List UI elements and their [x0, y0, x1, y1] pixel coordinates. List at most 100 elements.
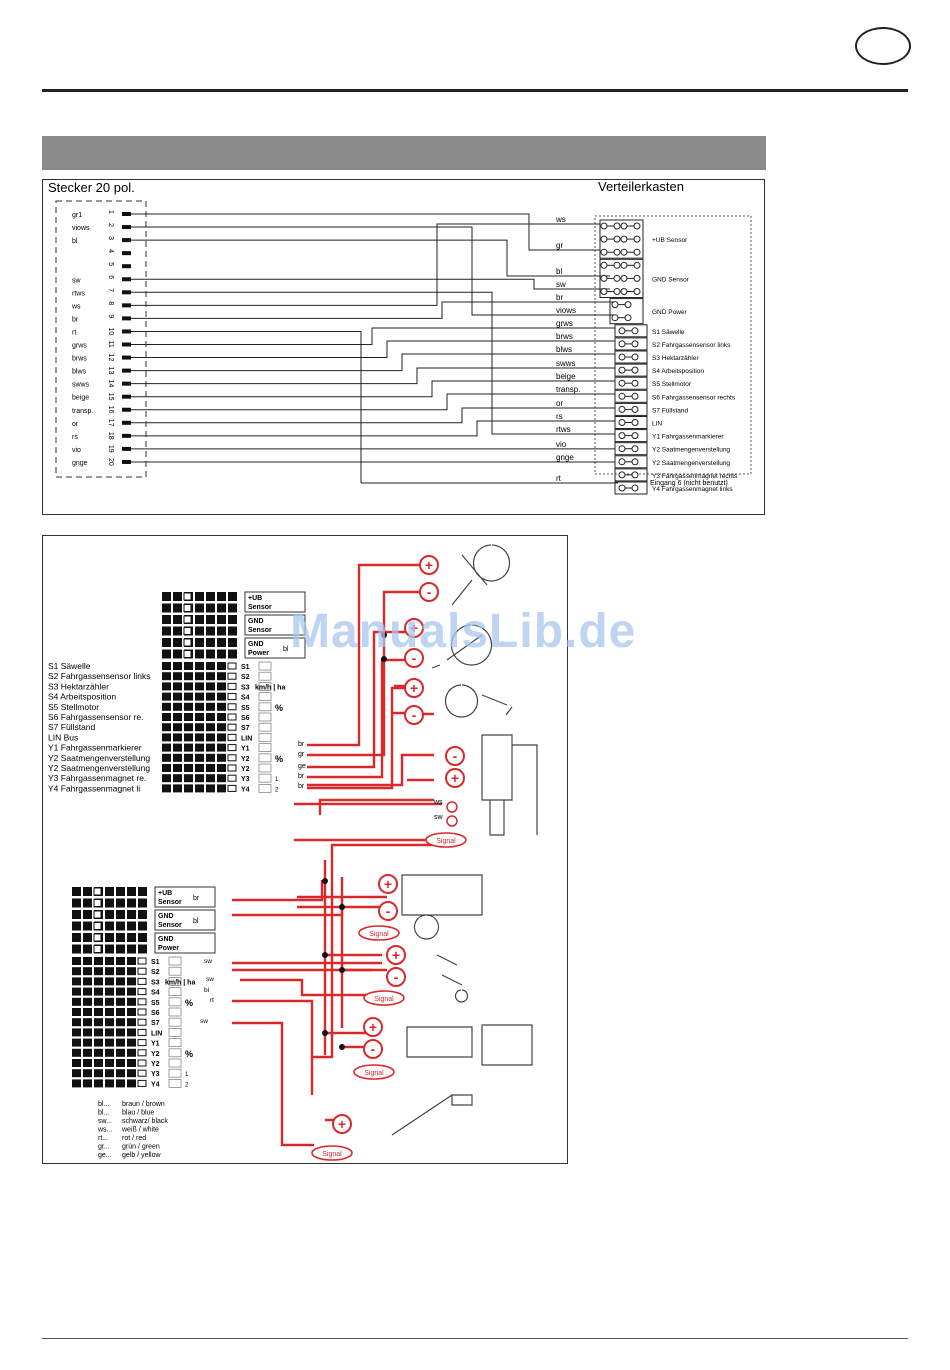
wire	[131, 301, 615, 319]
power-label: GND	[248, 618, 264, 625]
header-rule	[42, 89, 908, 92]
terminal-block-cell	[206, 649, 215, 659]
pin-contact	[122, 446, 131, 451]
junction-dot	[339, 967, 345, 973]
terminal-block-cell	[72, 997, 81, 1006]
terminal-contact	[631, 445, 639, 453]
output-wire-label: gr	[298, 751, 305, 758]
terminal-code: Y2	[241, 766, 250, 773]
terminal-block-cell	[105, 977, 114, 986]
terminal-block-cell	[228, 603, 237, 613]
terminal-block-cell	[116, 944, 125, 954]
power-label: +UB	[158, 890, 172, 897]
pin-label: viows	[72, 225, 90, 232]
wire	[131, 239, 610, 277]
wire-label: rs	[556, 412, 563, 421]
terminal-box	[614, 402, 648, 416]
pin-contact	[122, 355, 131, 360]
terminal-block-slot	[227, 774, 237, 782]
terminal-box	[614, 455, 648, 469]
sensor-symbol	[258, 661, 272, 671]
terminal-block-slot	[137, 1018, 147, 1026]
terminal-block-slot	[183, 615, 192, 624]
terminal-group-box	[599, 258, 644, 299]
wire	[131, 278, 610, 290]
wire	[131, 380, 615, 398]
terminal-code: S7	[241, 725, 250, 732]
wire-label: brws	[556, 332, 573, 341]
terminal-contact	[600, 235, 608, 243]
terminal-block-cell	[228, 592, 237, 601]
terminal-contact	[618, 432, 626, 440]
junction-dot	[322, 952, 328, 958]
terminal-block-cell	[105, 967, 114, 976]
terminal-block-cell	[206, 713, 215, 721]
terminal-block-cell	[162, 638, 171, 647]
terminal-block-cell	[105, 887, 114, 896]
terminal-block-slot	[93, 933, 102, 942]
polarity-symbol	[378, 874, 398, 894]
coil-number: 1	[185, 1072, 189, 1078]
minus-symbol: -	[412, 707, 417, 723]
junction-dot	[339, 1044, 345, 1050]
polarity-symbol	[363, 1017, 383, 1037]
terminal-block-cell	[72, 1038, 81, 1047]
pin-contact	[122, 316, 131, 321]
terminal-code: Y4	[241, 786, 250, 793]
pin-label: brws	[72, 356, 87, 363]
pin-number: 13	[107, 367, 114, 375]
terminal-block-cell	[228, 638, 237, 647]
terminal-block-cell	[138, 887, 147, 896]
wire-label: rtws	[556, 425, 571, 434]
terminal-block-cell	[173, 764, 182, 772]
terminal-block-cell	[195, 682, 204, 691]
terminal-block-cell	[195, 713, 204, 721]
terminal-block-cell	[94, 967, 103, 976]
terminal-block-cell	[138, 910, 147, 919]
footer-rule	[42, 1338, 908, 1339]
pin-number: 6	[107, 275, 114, 279]
terminal-contact	[631, 392, 639, 400]
terminal-box	[614, 416, 648, 429]
terminal-block-cell	[173, 615, 182, 624]
wire	[131, 367, 615, 385]
terminal-contact	[620, 288, 628, 295]
terminal-block-cell	[105, 1008, 114, 1016]
sensor-symbol	[258, 753, 272, 763]
terminal-block-cell	[206, 672, 215, 681]
terminal-contact	[620, 235, 628, 243]
terminal-block-cell	[105, 1018, 114, 1027]
polarity-symbol	[404, 705, 424, 725]
terminal-block-slot	[93, 910, 102, 919]
terminal-block-slot	[227, 703, 237, 711]
terminal-block-cell	[217, 764, 226, 772]
legend-entry: S4 Arbeitsposition	[48, 692, 116, 702]
sensor-symbol	[258, 681, 272, 691]
terminal-block-cell	[105, 933, 114, 942]
terminal-contact	[631, 458, 639, 466]
terminal-block-cell	[217, 733, 226, 742]
terminal-block-cell	[217, 672, 226, 681]
signal-wire	[307, 563, 429, 747]
terminal-label: S7 Füllstand	[652, 407, 689, 414]
sensor-symbol	[258, 722, 272, 732]
terminal-block-cell	[116, 933, 125, 942]
terminal-contact	[631, 353, 639, 361]
pin-number: 14	[107, 380, 114, 388]
terminal-code: Y1	[241, 746, 250, 753]
terminal-contact	[620, 274, 628, 282]
wire-label: gr	[556, 241, 563, 250]
terminal-block-cell	[116, 1059, 125, 1067]
terminal-block-cell	[162, 662, 171, 670]
terminal-label: GND Power	[652, 309, 688, 316]
terminal-contact	[618, 405, 626, 413]
terminal-block-cell	[173, 723, 182, 732]
sensor-symbol	[168, 987, 182, 997]
terminal-block-cell	[206, 753, 215, 762]
polarity-symbol	[404, 678, 424, 698]
power-label: Sensor	[158, 899, 182, 906]
signal-wire	[307, 590, 429, 757]
terminal-block-cell	[83, 921, 92, 931]
terminal-block-cell	[94, 1048, 103, 1057]
